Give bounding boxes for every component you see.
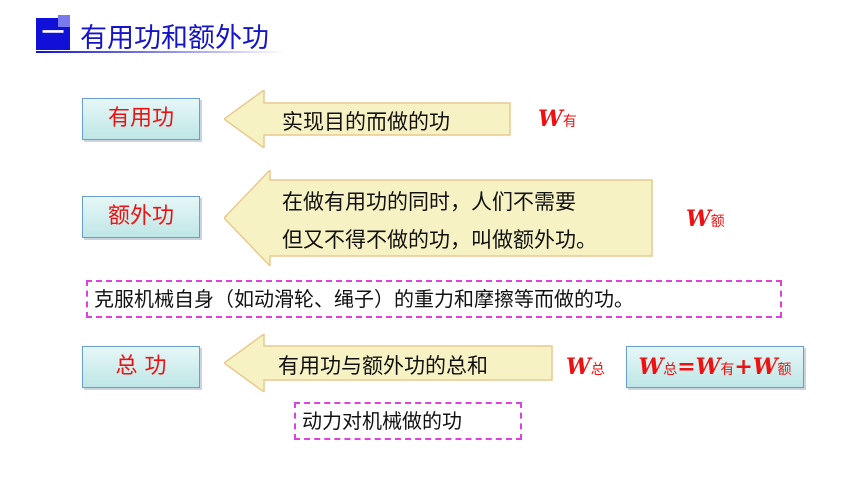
desc-useful-work: 实现目的而做的功 — [282, 110, 450, 134]
title-underline — [36, 51, 286, 53]
note-extra-work: 克服机械自身（如动滑轮、绳子）的重力和摩擦等而做的功。 — [86, 280, 782, 318]
arrow-callout-total — [224, 334, 554, 392]
desc-extra-work-line2: 但又不得不做的功，叫做额外功。 — [282, 228, 597, 252]
symbol-w-extra: W额 — [686, 206, 725, 232]
arrow-callout-extra — [224, 170, 654, 266]
note-total-work: 动力对机械做的功 — [294, 402, 522, 440]
arrow-callout-useful — [224, 90, 512, 148]
section-number-badge: 一 — [36, 15, 70, 50]
term-extra-work: 额外功 — [82, 196, 200, 238]
page-title: 有用功和额外功 — [80, 23, 269, 54]
desc-extra-work-line1: 在做有用功的同时，人们不需要 — [282, 190, 576, 214]
term-total-work: 总 功 — [82, 346, 200, 388]
symbol-w-total: W总 — [566, 354, 605, 380]
formula-total-work: W总=W有+W额 — [626, 346, 804, 388]
symbol-w-useful: W有 — [538, 106, 577, 132]
desc-total-work: 有用功与额外功的总和 — [278, 354, 488, 378]
term-useful-work: 有用功 — [82, 98, 200, 140]
